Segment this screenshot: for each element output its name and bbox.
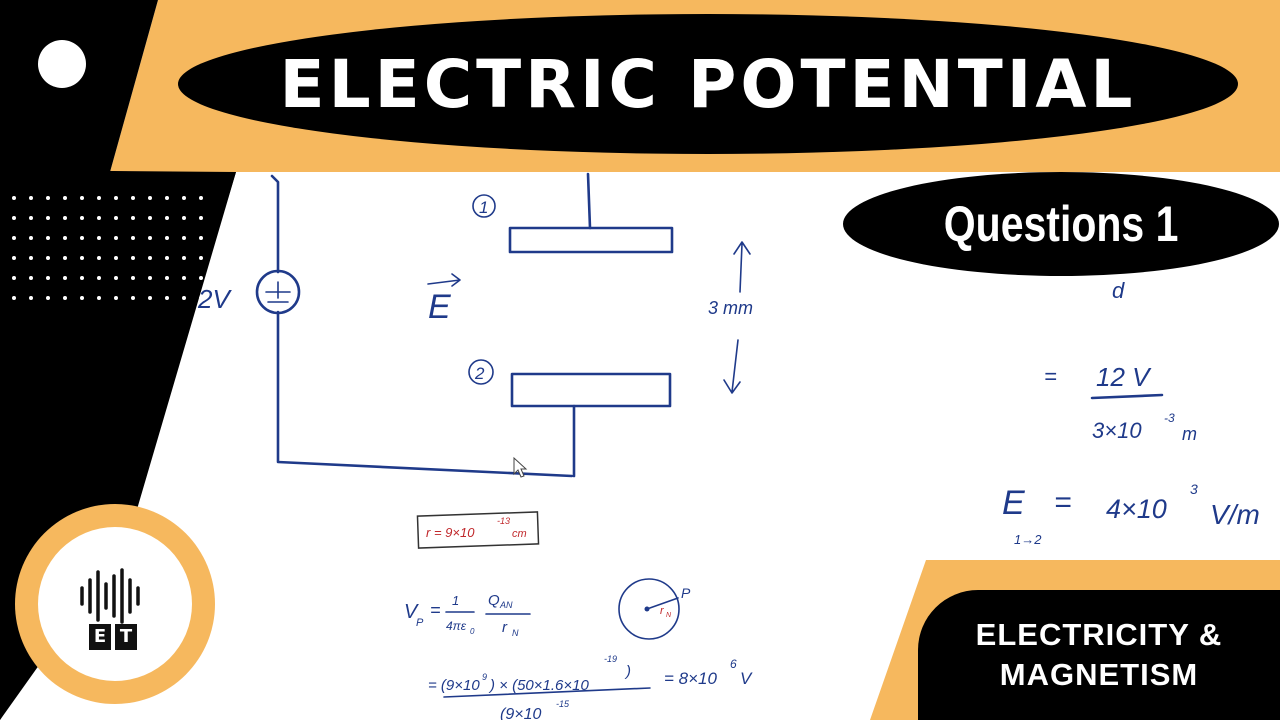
d-label: d — [1112, 278, 1125, 303]
formula-frac-num: 1 — [452, 593, 459, 608]
logo-letters: E T — [89, 624, 137, 650]
nucleus-radius-label: r — [660, 605, 665, 617]
circuit-wire-top — [270, 174, 280, 274]
cursor-icon — [513, 456, 528, 478]
formula-q-num: Q — [488, 592, 500, 609]
logo-letter-e: E — [89, 624, 111, 650]
calc-result-exp: 6 — [730, 657, 737, 671]
logo-letter-t: T — [115, 624, 137, 650]
circuit-wire-bottom — [276, 310, 574, 478]
topic-line-1: ELECTRICITY & — [975, 617, 1223, 652]
formula-frac-den: 4πε — [446, 619, 467, 633]
plate-1-label: 1 — [479, 198, 488, 217]
decorative-dot — [38, 40, 86, 88]
capacitor-plate-1 — [508, 226, 674, 254]
calc-denominator: (9×10 — [500, 706, 541, 720]
step2-equals: = — [1054, 486, 1072, 519]
dot-grid-decoration — [12, 196, 203, 300]
formula-q-den: r — [502, 619, 508, 636]
nucleus-sketch — [618, 578, 680, 640]
formula-vp: V — [404, 601, 419, 623]
battery-icon — [255, 269, 301, 315]
radius-note: r = 9×10 — [426, 525, 475, 540]
step1-equals: = — [1044, 364, 1057, 389]
capacitor-plate-2 — [510, 372, 672, 408]
formula-vp-sub: P — [416, 617, 424, 629]
question-badge: Questions 1 — [843, 172, 1279, 276]
plate-2-marker — [468, 359, 494, 385]
logo-badge — [38, 527, 192, 681]
field-label: E — [428, 288, 451, 326]
step1-denominator: 3×10 — [1092, 418, 1142, 443]
calc-result-unit: V — [740, 669, 753, 688]
question-badge-label: Questions 1 — [943, 196, 1179, 252]
step1-fraction-bar — [1090, 393, 1164, 400]
radius-note-box — [416, 511, 540, 549]
formula-frac-den-sub: 0 — [470, 627, 475, 636]
gap-arrow-up-icon — [733, 241, 751, 293]
plate-1-marker — [472, 194, 496, 218]
step2-e: E — [1002, 484, 1025, 522]
radius-note-unit: cm — [512, 528, 527, 540]
step2-e-sub: 1→2 — [1014, 532, 1042, 547]
formula-q-num-sub: AN — [499, 600, 513, 610]
step1-denominator-unit: m — [1182, 424, 1197, 444]
calc-numerator-end: ) — [624, 663, 631, 680]
field-arrow-icon — [427, 273, 461, 287]
voltage-label: 2V — [197, 284, 232, 314]
page-title: ELECTRIC POTENTIAL — [279, 45, 1137, 123]
calc-numerator-exp: 9 — [482, 672, 487, 682]
step2-exp: 3 — [1190, 481, 1198, 497]
calc-numerator-rest: ) × (50×1.6×10 — [488, 677, 589, 694]
topic-label-box: ELECTRICITY & MAGNETISM — [918, 590, 1280, 720]
plate-2-label: 2 — [474, 364, 485, 383]
title-banner: ELECTRIC POTENTIAL — [178, 14, 1238, 154]
step1-denominator-exp: -3 — [1164, 411, 1175, 425]
radius-note-exponent: -13 — [497, 516, 510, 526]
calc-fraction-bar — [443, 687, 651, 698]
plate1-lead — [586, 172, 592, 230]
calc-numerator: = (9×10 — [428, 677, 480, 694]
formula-q-den-sub: N — [512, 628, 519, 638]
nucleus-point-label: P — [681, 585, 691, 601]
step2-unit: V/m — [1210, 499, 1260, 530]
calc-result: = 8×10 — [664, 669, 717, 688]
calc-numerator-exp2: -19 — [604, 654, 617, 664]
gap-arrow-down-icon — [723, 339, 741, 394]
step1-numerator: 12 V — [1096, 362, 1152, 392]
nucleus-radius-sub: N — [666, 612, 672, 619]
calc-denominator-exp: -15 — [556, 699, 570, 709]
topic-line-2: MAGNETISM — [999, 657, 1199, 692]
formula-equals: = — [430, 600, 441, 620]
step2-value: 4×10 — [1106, 494, 1167, 524]
gap-label: 3 mm — [708, 298, 753, 318]
